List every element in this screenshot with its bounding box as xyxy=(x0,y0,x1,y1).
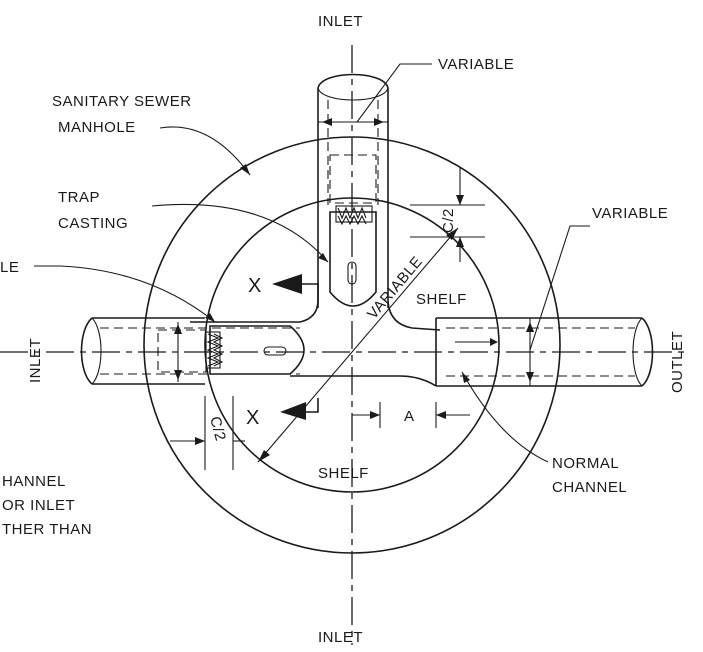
label-normal-line1: NORMAL xyxy=(552,455,619,472)
label-inlet-bottom: INLET xyxy=(318,629,363,646)
label-variable-top: VARIABLE xyxy=(438,56,514,73)
leader-normal-channel-arrow xyxy=(462,372,470,383)
label-trap-line2: CASTING xyxy=(58,215,128,232)
left-inlet-pipe xyxy=(80,317,300,385)
label-inlet-left: INLET xyxy=(27,338,44,383)
label-dim-a: A xyxy=(404,408,415,425)
channel-edge-bottom xyxy=(290,375,437,387)
channel-edge-top-left xyxy=(190,299,319,323)
label-note-line2: OR INLET xyxy=(2,497,75,514)
label-inlet-top: INLET xyxy=(318,13,363,30)
leader-le-arrow xyxy=(205,313,215,322)
label-note-line3: THER THAN xyxy=(2,521,92,538)
label-trap-line1: TRAP xyxy=(58,189,100,206)
label-x-lower: X xyxy=(246,407,260,429)
label-c2-top: C/2 xyxy=(440,208,457,233)
label-le-fragment: LE xyxy=(0,259,19,276)
channel-edge-top-right xyxy=(387,301,441,331)
diameter-dimension xyxy=(257,227,459,463)
leader-manhole xyxy=(159,126,251,176)
outlet-width-dimension xyxy=(526,225,590,386)
c2-upper-dimension xyxy=(410,168,485,262)
trap-casting-top xyxy=(329,205,377,307)
a-dimension xyxy=(352,402,470,428)
label-manhole-line2: MANHOLE xyxy=(58,119,136,136)
section-marker-lower xyxy=(280,398,319,420)
leader-manhole-arrow xyxy=(240,164,250,175)
section-marker-upper xyxy=(272,274,319,300)
label-shelf-top: SHELF xyxy=(416,291,467,308)
label-variable-right: VARIABLE xyxy=(592,205,668,222)
leader-trap-arrow xyxy=(318,253,328,262)
leader-le xyxy=(34,265,216,323)
label-c2-bottom: C/2 xyxy=(206,415,229,443)
leader-normal-channel xyxy=(461,371,549,463)
label-x-upper: X xyxy=(248,275,262,297)
label-note-line1: HANNEL xyxy=(2,473,66,490)
leader-trap xyxy=(151,203,329,263)
c2-bottom-dimension xyxy=(170,396,245,470)
label-outlet-right: OUTLET xyxy=(669,331,686,393)
label-normal-line2: CHANNEL xyxy=(552,479,627,496)
label-shelf-bottom: SHELF xyxy=(318,465,369,482)
label-variable-diagonal: VARIABLE xyxy=(364,253,426,322)
top-pipe-width-dimension xyxy=(318,63,432,126)
label-manhole-line1: SANITARY SEWER xyxy=(52,93,192,110)
top-inlet-pipe xyxy=(317,73,389,308)
flow-arrow-outlet xyxy=(455,338,498,346)
inlet-width-dimension xyxy=(174,322,182,382)
trap-casting-left xyxy=(205,325,305,375)
